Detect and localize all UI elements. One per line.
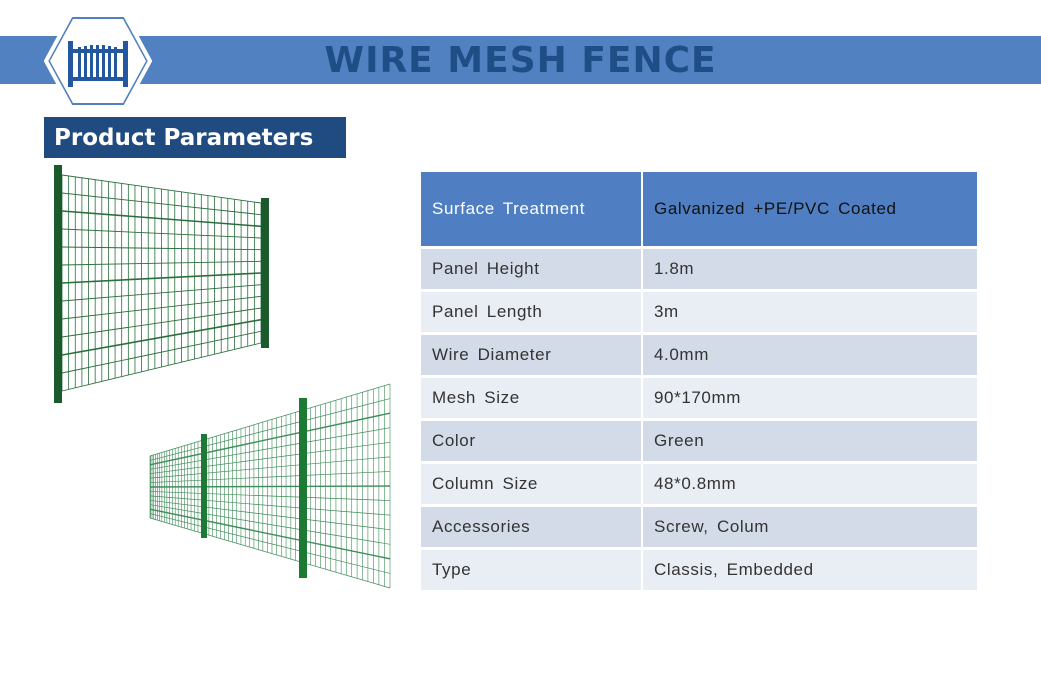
product-parameters-table: Surface Treatment Galvanized +PE/PVC Coa… bbox=[421, 172, 977, 593]
page-title: WIRE MESH FENCE bbox=[324, 39, 717, 81]
param-label: Accessories bbox=[421, 505, 643, 550]
fence-installed-icon bbox=[149, 383, 391, 589]
param-value: 1.8m bbox=[642, 247, 977, 292]
param-value: 90*170mm bbox=[642, 376, 977, 421]
param-label: Color bbox=[421, 419, 643, 464]
param-label: Panel Length bbox=[421, 290, 643, 335]
param-value: 48*0.8mm bbox=[642, 462, 977, 507]
fence-gate-icon bbox=[44, 13, 152, 109]
param-value: Green bbox=[642, 419, 977, 464]
param-value: Screw, Colum bbox=[642, 505, 977, 550]
param-value: 3m bbox=[642, 290, 977, 335]
param-label: Type bbox=[421, 548, 643, 593]
section-header-bar bbox=[44, 117, 346, 158]
section-title: Product Parameters bbox=[54, 124, 314, 151]
param-value: Galvanized +PE/PVC Coated bbox=[642, 172, 977, 249]
param-label: Mesh Size bbox=[421, 376, 643, 421]
title-band bbox=[0, 36, 1041, 84]
param-label: Surface Treatment bbox=[421, 172, 643, 249]
param-value: 4.0mm bbox=[642, 333, 977, 378]
table-header-row: Surface Treatment Galvanized +PE/PVC Coa… bbox=[421, 172, 977, 249]
param-value: Classis, Embedded bbox=[642, 548, 977, 593]
fence-panel-icon bbox=[54, 165, 269, 403]
param-label: Column Size bbox=[421, 462, 643, 507]
param-label: Panel Height bbox=[421, 247, 643, 292]
param-label: Wire Diameter bbox=[421, 333, 643, 378]
